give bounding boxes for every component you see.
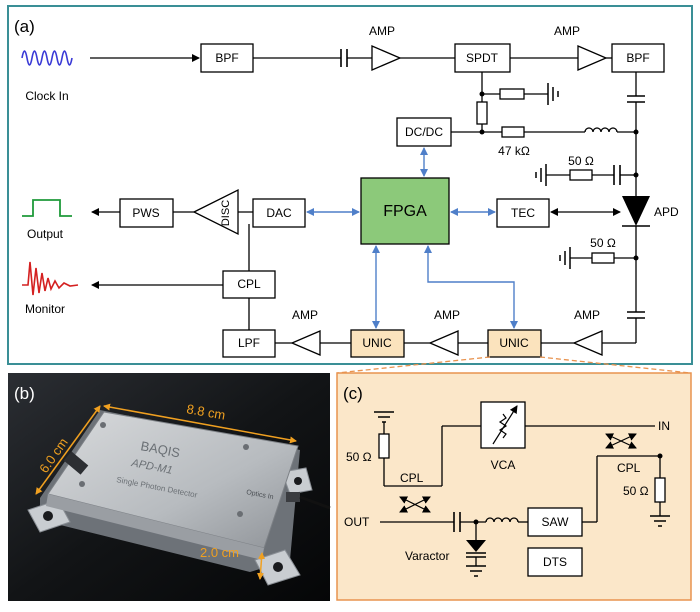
- inductor-icon: [485, 517, 519, 523]
- saw-block: [527, 507, 583, 537]
- width-dimension: [35, 405, 101, 495]
- varactor-diode-icon: [466, 540, 486, 552]
- height-dimension: [256, 552, 266, 580]
- dcdc-block: [396, 117, 452, 147]
- fpga-label: FPGA: [383, 203, 427, 220]
- amp4-label: AMP: [434, 308, 460, 322]
- device-illustration: [27, 410, 331, 586]
- monitor-label: Monitor: [25, 302, 65, 316]
- cpl-left-label: CPL: [400, 471, 424, 485]
- height-label: 2.0 cm: [200, 545, 239, 560]
- dts-block: [527, 547, 583, 577]
- pws-label: PWS: [132, 206, 159, 220]
- apd-label: APD: [654, 205, 679, 219]
- r50a-label: 50 Ω: [568, 154, 594, 168]
- r50-right-label: 50 Ω: [623, 484, 649, 498]
- tec-block: [496, 198, 550, 228]
- r47k-label: 47 kΩ: [498, 144, 530, 158]
- r50-left-label: 50 Ω: [346, 450, 372, 464]
- dts-label: DTS: [543, 555, 567, 569]
- unic2-block: [487, 329, 542, 358]
- resistor-47k: [501, 126, 525, 138]
- resistor-50-left: [378, 433, 390, 459]
- dac-block: [252, 198, 306, 228]
- variable-resistor-icon: [498, 413, 508, 439]
- fpga-unic2-link: [424, 245, 518, 329]
- bpf2-block: [611, 43, 665, 73]
- amp2-triangle: [577, 45, 608, 71]
- amp2-label: AMP: [554, 24, 580, 38]
- vca-block: [480, 401, 526, 449]
- apd-diode-icon: [622, 196, 650, 226]
- panel-c-label: (c): [343, 384, 363, 403]
- resistor: [476, 101, 488, 125]
- disc-comparator: [192, 188, 239, 236]
- resistor: [499, 88, 525, 100]
- length-label: 8.8 cm: [185, 401, 226, 423]
- panel-a-label: (a): [14, 17, 35, 36]
- out-label: OUT: [344, 515, 370, 529]
- amp1-label: AMP: [369, 24, 395, 38]
- amp5-triangle: [572, 330, 603, 356]
- dcdc-label: DC/DC: [405, 125, 443, 139]
- tec-label: TEC: [511, 206, 535, 220]
- cpl-label: CPL: [237, 277, 261, 291]
- amp1-triangle: [371, 45, 402, 71]
- zoom-line: [539, 356, 691, 374]
- resistor-50-right: [654, 477, 666, 503]
- length-dimension: [103, 403, 297, 444]
- fpga-block: [360, 177, 450, 245]
- amp5-label: AMP: [574, 308, 600, 322]
- inductor-icon: [584, 127, 618, 133]
- saw-label: SAW: [542, 515, 570, 529]
- zoom-line: [336, 356, 491, 374]
- amp3-label: AMP: [292, 308, 318, 322]
- disc-label: DISC: [220, 200, 232, 226]
- r50b-label: 50 Ω: [590, 236, 616, 250]
- in-label: IN: [658, 419, 670, 433]
- clock-in-label: Clock In: [25, 89, 68, 103]
- dac-label: DAC: [266, 206, 292, 220]
- lpf-label: LPF: [238, 336, 260, 350]
- spdt-label: SPDT: [466, 51, 499, 65]
- output-waveform-icon: [22, 199, 72, 217]
- unic2-label: UNIC: [499, 336, 529, 350]
- unic1-label: UNIC: [362, 336, 392, 350]
- resistor-50b: [591, 252, 615, 264]
- bpf2-label: BPF: [626, 51, 649, 65]
- cpl-right-label: CPL: [617, 461, 641, 475]
- unic1-block: [350, 329, 405, 358]
- monitor-waveform-icon: [22, 261, 79, 296]
- pws-block: [119, 198, 174, 228]
- output-label: Output: [27, 227, 64, 241]
- bpf1-label: BPF: [215, 51, 238, 65]
- vca-label: VCA: [491, 458, 516, 472]
- resistor-50a: [569, 169, 593, 181]
- clock-waveform-icon: [21, 50, 73, 66]
- lpf-block: [222, 329, 276, 358]
- varactor-label: Varactor: [405, 549, 449, 563]
- panel-b-label: (b): [14, 384, 35, 403]
